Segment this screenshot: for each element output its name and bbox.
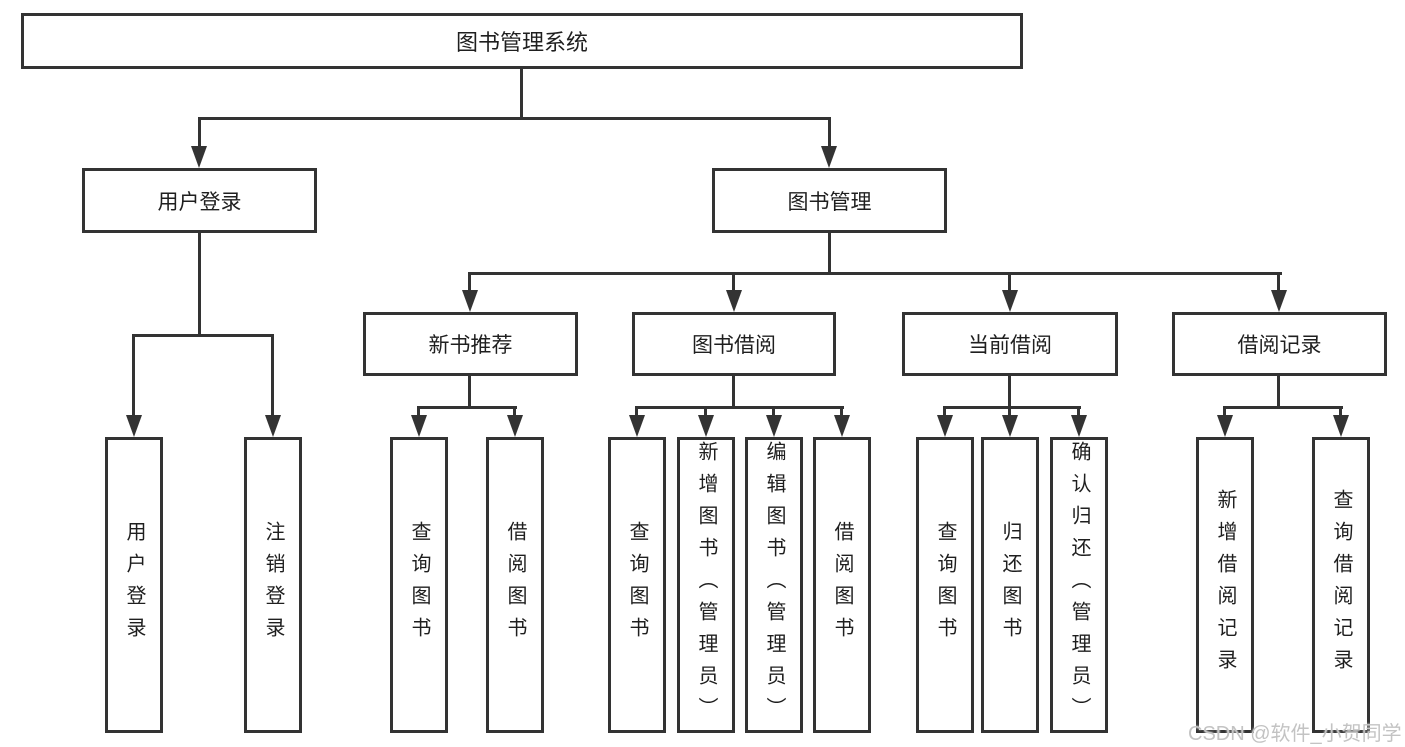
node-label: 当前借阅 [968, 334, 1052, 357]
arrow-down-icon [411, 415, 427, 437]
connector-line [704, 406, 707, 418]
connector-line [271, 334, 274, 418]
node-label: 查询图书 [408, 521, 430, 649]
connector-line [1008, 406, 1011, 418]
arrow-down-icon [462, 290, 478, 312]
arrow-down-icon [1071, 415, 1087, 437]
node-library-management-system: 图书管理系统 [21, 13, 1023, 69]
leaf-borrow-books-recommend: 借阅图书 [486, 437, 544, 733]
arrow-down-icon [1002, 290, 1018, 312]
leaf-query-books-recommend: 查询图书 [390, 437, 448, 733]
connector-line [732, 272, 735, 293]
leaf-logout: 注销登录 [244, 437, 302, 733]
connector-line [635, 406, 638, 418]
connector-line [828, 233, 831, 275]
arrow-down-icon [937, 415, 953, 437]
node-label: 用户登录 [123, 521, 145, 649]
leaf-add-book-admin: 新增图书（管理员） [677, 437, 735, 733]
arrow-down-icon [1333, 415, 1349, 437]
connector-line [1077, 406, 1080, 418]
connector-line [943, 406, 946, 418]
connector-line [1277, 376, 1280, 409]
connector-line [468, 376, 471, 409]
node-new-book-recommendation: 新书推荐 [363, 312, 578, 376]
node-label: 图书管理 [787, 190, 872, 214]
node-label: 新增图书（管理员） [695, 441, 717, 729]
connector-line [513, 406, 516, 418]
arrow-down-icon [507, 415, 523, 437]
connector-line [468, 272, 471, 293]
leaf-return-book: 归还图书 [981, 437, 1039, 733]
connector-line [1008, 376, 1011, 409]
node-label: 用户登录 [157, 190, 242, 214]
node-label: 图书借阅 [692, 334, 776, 357]
connector-line [1223, 406, 1226, 418]
arrow-down-icon [834, 415, 850, 437]
connector-line [1339, 406, 1342, 418]
node-label: 借阅记录 [1237, 334, 1322, 357]
node-user-login: 用户登录 [82, 168, 317, 233]
node-label: 查询图书 [934, 521, 956, 649]
connector-line [828, 117, 831, 149]
node-label: 确认归还（管理员） [1068, 441, 1090, 729]
node-book-management: 图书管理 [712, 168, 947, 233]
leaf-add-borrow-record: 新增借阅记录 [1196, 437, 1254, 733]
connector-line [198, 117, 831, 120]
arrow-down-icon [766, 415, 782, 437]
connector-line [417, 406, 517, 409]
node-borrowing-records: 借阅记录 [1172, 312, 1387, 376]
connector-line [198, 233, 201, 337]
connector-line [132, 334, 274, 337]
node-book-borrowing: 图书借阅 [632, 312, 836, 376]
arrow-down-icon [629, 415, 645, 437]
connector-line [1008, 272, 1011, 293]
connector-line [132, 334, 135, 418]
connector-line [635, 406, 844, 409]
arrow-down-icon [1217, 415, 1233, 437]
connector-line [417, 406, 420, 418]
node-label: 编辑图书（管理员） [763, 441, 785, 729]
connector-line [1277, 272, 1280, 293]
leaf-query-borrow-record: 查询借阅记录 [1312, 437, 1370, 733]
connector-line [198, 117, 201, 149]
leaf-confirm-return-admin: 确认归还（管理员） [1050, 437, 1108, 733]
connector-line [732, 376, 735, 409]
node-label: 借阅图书 [504, 521, 526, 649]
arrow-down-icon [191, 146, 207, 168]
node-label: 查询图书 [626, 521, 648, 649]
connector-line [840, 406, 843, 418]
node-label: 注销登录 [262, 521, 284, 649]
leaf-borrow-books: 借阅图书 [813, 437, 871, 733]
node-label: 查询借阅记录 [1330, 489, 1352, 681]
arrow-down-icon [265, 415, 281, 437]
leaf-edit-book-admin: 编辑图书（管理员） [745, 437, 803, 733]
arrow-down-icon [126, 415, 142, 437]
connector-line [772, 406, 775, 418]
arrow-down-icon [1271, 290, 1287, 312]
node-current-borrowing: 当前借阅 [902, 312, 1118, 376]
node-label: 借阅图书 [831, 521, 853, 649]
arrow-down-icon [1002, 415, 1018, 437]
leaf-query-books-borrow: 查询图书 [608, 437, 666, 733]
leaf-user-login: 用户登录 [105, 437, 163, 733]
node-label: 新书推荐 [428, 334, 513, 357]
connector-line [943, 406, 1081, 409]
arrow-down-icon [726, 290, 742, 312]
arrow-down-icon [698, 415, 714, 437]
leaf-query-books-current: 查询图书 [916, 437, 974, 733]
csdn-watermark: CSDN @软件_小贺同学 [1188, 723, 1402, 745]
node-label: 图书管理系统 [455, 30, 588, 55]
connector-line [1223, 406, 1343, 409]
node-label: 新增借阅记录 [1214, 489, 1236, 681]
arrow-down-icon [821, 146, 837, 168]
node-label: 归还图书 [999, 521, 1021, 649]
connector-line [520, 68, 523, 118]
connector-line [469, 272, 1282, 275]
